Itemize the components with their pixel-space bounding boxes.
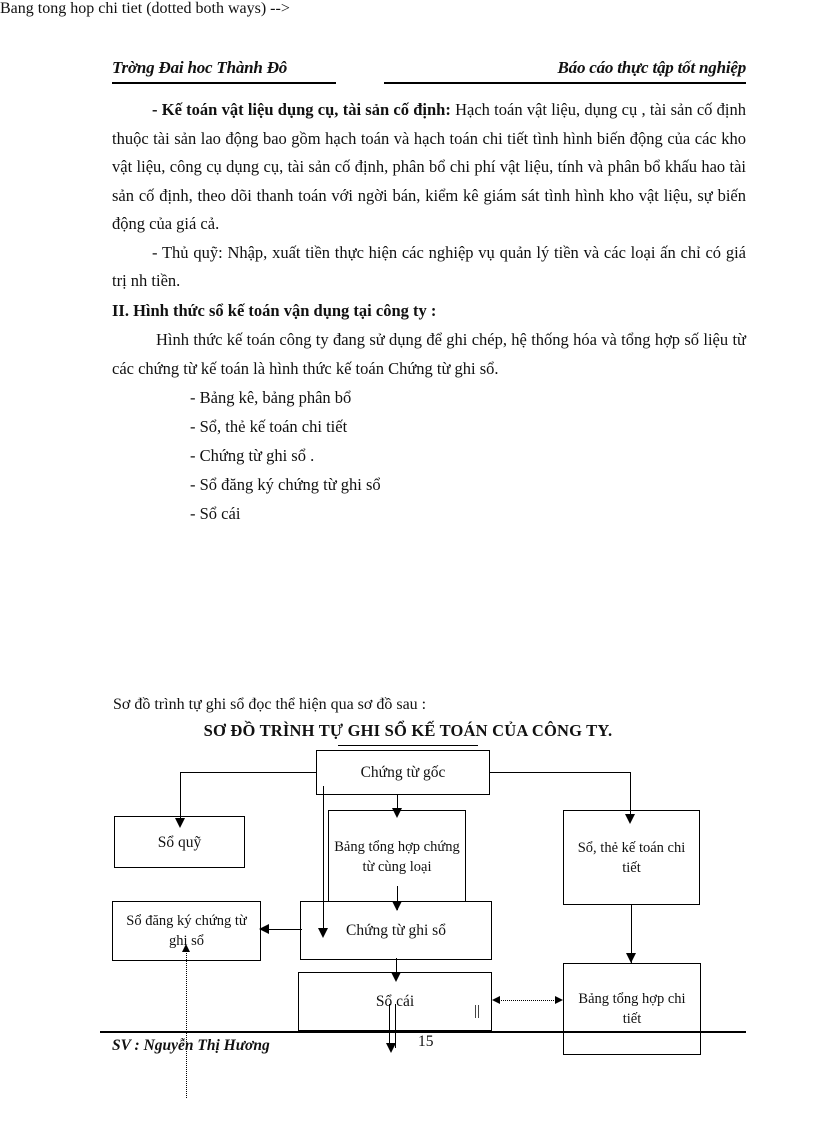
diagram-title: SƠ ĐỒ TRÌNH TỰ GHI SỔ KẾ TOÁN CỦA CÔNG T… bbox=[203, 721, 613, 740]
arrowhead-socai-bottom bbox=[386, 1043, 396, 1053]
connector-socai-to-bangthct-dotted bbox=[498, 1000, 556, 1001]
arrowhead-to-bang-tong-hop-chi-tiet bbox=[626, 953, 636, 963]
connector-socai-double-line bbox=[389, 1004, 396, 1048]
node-bang-tong-hop-chi-tiet: Bảng tổng hợp chi tiết bbox=[563, 963, 701, 1055]
connector-goc-to-sothe-vertical bbox=[630, 772, 632, 820]
header-report-title: Báo cáo thực tập tốt nghiệp bbox=[557, 58, 747, 77]
node-chung-tu-goc: Chứng từ gốc bbox=[316, 750, 490, 795]
node-so-quy: Sổ quỹ bbox=[114, 816, 245, 868]
connector-goc-long-drop bbox=[323, 786, 325, 936]
paragraph-ke-toan-vat-lieu: - Kế toán vật liệu dụng cụ, tài sản cố đ… bbox=[112, 96, 746, 239]
connector-dotted-vertical-to-sodangky bbox=[186, 948, 187, 1098]
footer-student-name: SV : Nguyễn Thị Hương bbox=[112, 1037, 270, 1054]
header-rule-right bbox=[384, 82, 746, 84]
list-item: - Sổ cái bbox=[190, 503, 241, 523]
arrowhead-to-chung-tu-ghi-so bbox=[392, 901, 402, 911]
diagram-title-underline bbox=[338, 745, 478, 746]
arrowhead-to-so-the bbox=[625, 814, 635, 824]
connector-goc-to-bangth bbox=[397, 795, 399, 815]
list-item: - Sổ, thẻ kế toán chi tiết bbox=[190, 416, 348, 436]
node-so-dang-ky-chung-tu-ghi-so: Sổ đăng ký chứng từ ghi sổ bbox=[112, 901, 261, 961]
arrowhead-dotted-left bbox=[492, 996, 500, 1004]
paragraph-hinh-thuc-ke-toan: Hình thức kế toán công ty đang sử dụng đ… bbox=[112, 329, 746, 378]
document-body: - Kế toán vật liệu dụng cụ, tài sản cố đ… bbox=[112, 96, 746, 528]
page-header: Trờng Đai hoc Thành Đô Báo cáo thực tập … bbox=[112, 58, 746, 84]
double-bar-mark: || bbox=[474, 1003, 481, 1019]
arrowhead-dotted-right bbox=[555, 996, 563, 1004]
footer-page-number: 15 bbox=[418, 1033, 434, 1050]
header-rule-left bbox=[112, 82, 336, 84]
paragraph-thu-quy: - Thủ quỹ: Nhập, xuất tiền thực hiện các… bbox=[112, 242, 746, 291]
connector-bangth-to-ctghiso bbox=[397, 886, 399, 910]
node-so-the-ke-toan-chi-tiet: Sổ, thẻ kế toán chi tiết bbox=[563, 810, 700, 905]
footer-rule bbox=[100, 1031, 746, 1033]
paragraph-lead-bold: - Kế toán vật liệu dụng cụ, tài sản cố đ… bbox=[152, 100, 451, 119]
section-heading-ii: II. Hình thức sổ kế toán vận dụng tại cô… bbox=[112, 300, 437, 320]
list-item: - Bảng kê, bảng phân bổ bbox=[190, 387, 352, 407]
connector-sothe-to-bangthct bbox=[631, 905, 633, 963]
connector-goc-to-sothe-horizontal bbox=[490, 772, 631, 774]
connector-ctghiso-to-sodangky bbox=[268, 929, 302, 931]
arrowhead-to-so-dang-ky bbox=[259, 924, 269, 934]
diagram-intro-text: Sơ đồ trình tự ghi sổ đọc thể hiện qua s… bbox=[113, 696, 427, 713]
arrowhead-to-so-quy bbox=[175, 818, 185, 828]
accounting-form-list: - Bảng kê, bảng phân bổ - Sổ, thẻ kế toá… bbox=[112, 383, 746, 528]
list-item: - Chứng từ ghi sổ . bbox=[190, 445, 315, 465]
arrowhead-long-drop bbox=[318, 928, 328, 938]
arrowhead-to-bang-tong-hop bbox=[392, 808, 402, 818]
paragraph-body-text: Hạch toán vật liệu, dụng cụ , tài sản cố… bbox=[112, 100, 746, 233]
header-university-name: Trờng Đai hoc Thành Đô bbox=[112, 58, 288, 77]
arrowhead-dotted-up-so-dang-ky bbox=[182, 944, 190, 952]
connector-goc-to-soquy-vertical bbox=[180, 772, 182, 824]
connector-goc-to-soquy-horizontal bbox=[180, 772, 317, 774]
connector-ctghiso-to-socai bbox=[396, 958, 398, 980]
arrowhead-to-so-cai bbox=[391, 972, 401, 982]
list-item: - Sổ đăng ký chứng từ ghi sổ bbox=[190, 474, 381, 494]
